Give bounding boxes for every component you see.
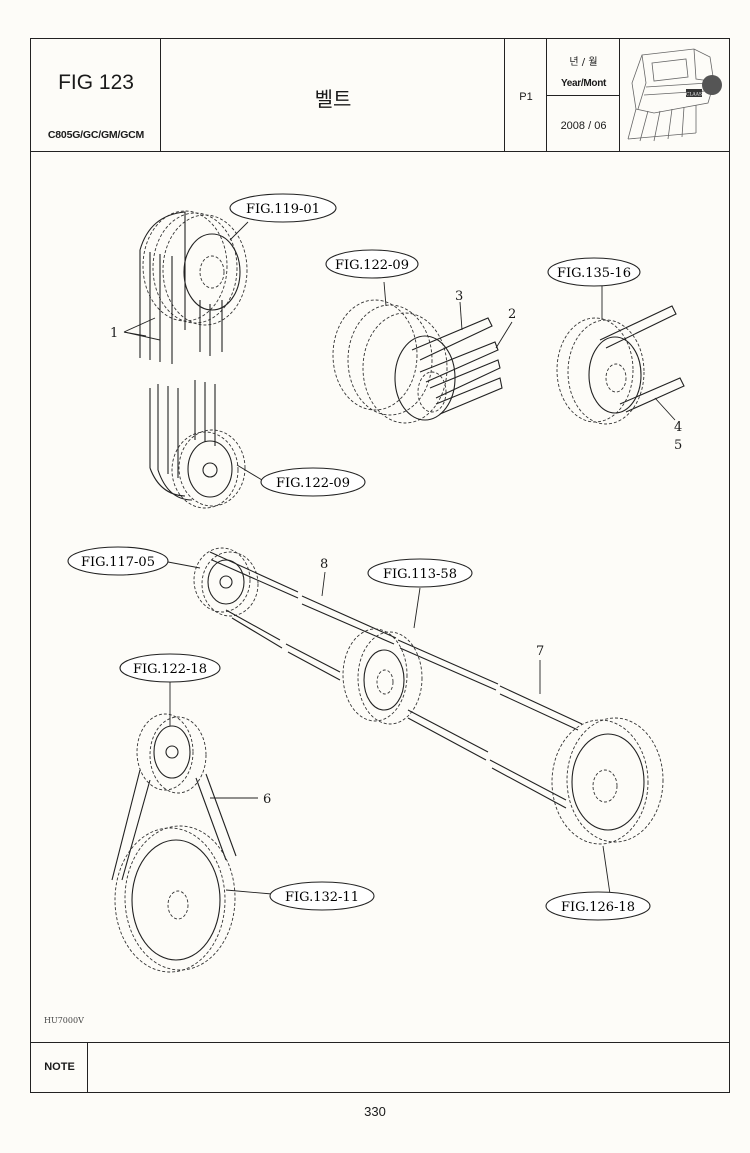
reference-text: FIG.117-05 <box>81 555 155 570</box>
date-box: 2008 / 06 <box>547 95 620 151</box>
note-label-cell: NOTE <box>31 1043 88 1093</box>
pulley-group-119-01 <box>123 210 249 364</box>
reference-text: FIG.113-58 <box>383 567 457 582</box>
reference-label-fig-119-01[interactable]: FIG.119-01 <box>229 193 337 223</box>
reference-label-fig-122-09-upper[interactable]: FIG.122-09 <box>325 249 419 279</box>
belt-assembly-diagram: .ln { fill:none; stroke:#222; stroke-wid… <box>44 193 685 1025</box>
year-month-english: Year/Mont <box>560 78 607 89</box>
reference-label-fig-122-18[interactable]: FIG.122-18 <box>119 653 221 683</box>
belt-drive-vertical <box>111 680 273 973</box>
part-number-4[interactable]: 4 <box>674 420 682 435</box>
part-number-5[interactable]: 5 <box>674 438 682 453</box>
machine-thumbnail-cell: CLAAS <box>620 39 729 151</box>
page-number: 330 <box>364 1104 386 1119</box>
reference-label-fig-113-58[interactable]: FIG.113-58 <box>367 558 473 588</box>
figure-cell: FIG 123 C805G/GC/GM/GCM <box>31 39 161 151</box>
reference-text: FIG.122-09 <box>335 258 409 273</box>
part-number-1[interactable]: 1 <box>110 326 118 341</box>
reference-text: FIG.132-11 <box>285 890 359 905</box>
part-number-8[interactable]: 8 <box>320 557 328 572</box>
part-number-6[interactable]: 6 <box>263 792 271 807</box>
title-block: FIG 123 C805G/GC/GM/GCM 벨트 P1 년 / 월 Year… <box>31 39 729 152</box>
page-label: P1 <box>519 91 533 103</box>
reference-text: FIG.119-01 <box>246 202 320 217</box>
drawing-code: HU7000V <box>44 1016 84 1025</box>
reference-text: FIG.135-16 <box>557 266 631 281</box>
reference-text: FIG.126-18 <box>561 900 635 915</box>
thumbnail-badge: CLAAS <box>686 92 702 98</box>
year-month-korean: 년 / 월 <box>569 57 598 68</box>
reference-text: FIG.122-09 <box>276 476 350 491</box>
note-label: NOTE <box>44 1061 75 1073</box>
pulley-group-122-09-lower <box>149 380 263 509</box>
reference-text: FIG.122-18 <box>133 662 207 677</box>
figure-number: FIG 123 <box>58 71 134 94</box>
reference-label-fig-132-11[interactable]: FIG.132-11 <box>269 881 375 911</box>
part-number-7[interactable]: 7 <box>536 644 544 659</box>
reference-label-fig-122-09-lower[interactable]: FIG.122-09 <box>260 467 366 497</box>
page-title: 벨트 <box>314 87 352 111</box>
part-numbers: 1 2 3 4 5 6 7 8 <box>110 289 682 807</box>
part-number-3[interactable]: 3 <box>455 289 463 304</box>
title-cell: 벨트 <box>161 39 505 151</box>
pulley-group-122-09-upper <box>332 281 513 424</box>
harvester-thumbnail: CLAAS <box>627 48 722 142</box>
note-row: NOTE <box>31 1042 729 1093</box>
revision-date: 2008 / 06 <box>560 120 607 132</box>
reference-label-fig-117-05[interactable]: FIG.117-05 <box>67 546 169 576</box>
reference-label-fig-126-18[interactable]: FIG.126-18 <box>545 891 651 921</box>
year-month-cell: 년 / 월 Year/Mont 2008 / 06 <box>547 39 620 151</box>
reference-label-fig-135-16[interactable]: FIG.135-16 <box>547 257 641 287</box>
page-frame: FIG 123 C805G/GC/GM/GCM 벨트 P1 년 / 월 Year… <box>30 38 730 1093</box>
part-number-2[interactable]: 2 <box>508 307 516 322</box>
belt-drive-main <box>167 547 664 895</box>
page-label-cell: P1 <box>505 39 547 151</box>
year-month-header: 년 / 월 Year/Mont <box>547 39 620 96</box>
model-codes: C805G/GC/GM/GCM <box>47 129 145 141</box>
pulley-group-135-16 <box>556 285 685 425</box>
